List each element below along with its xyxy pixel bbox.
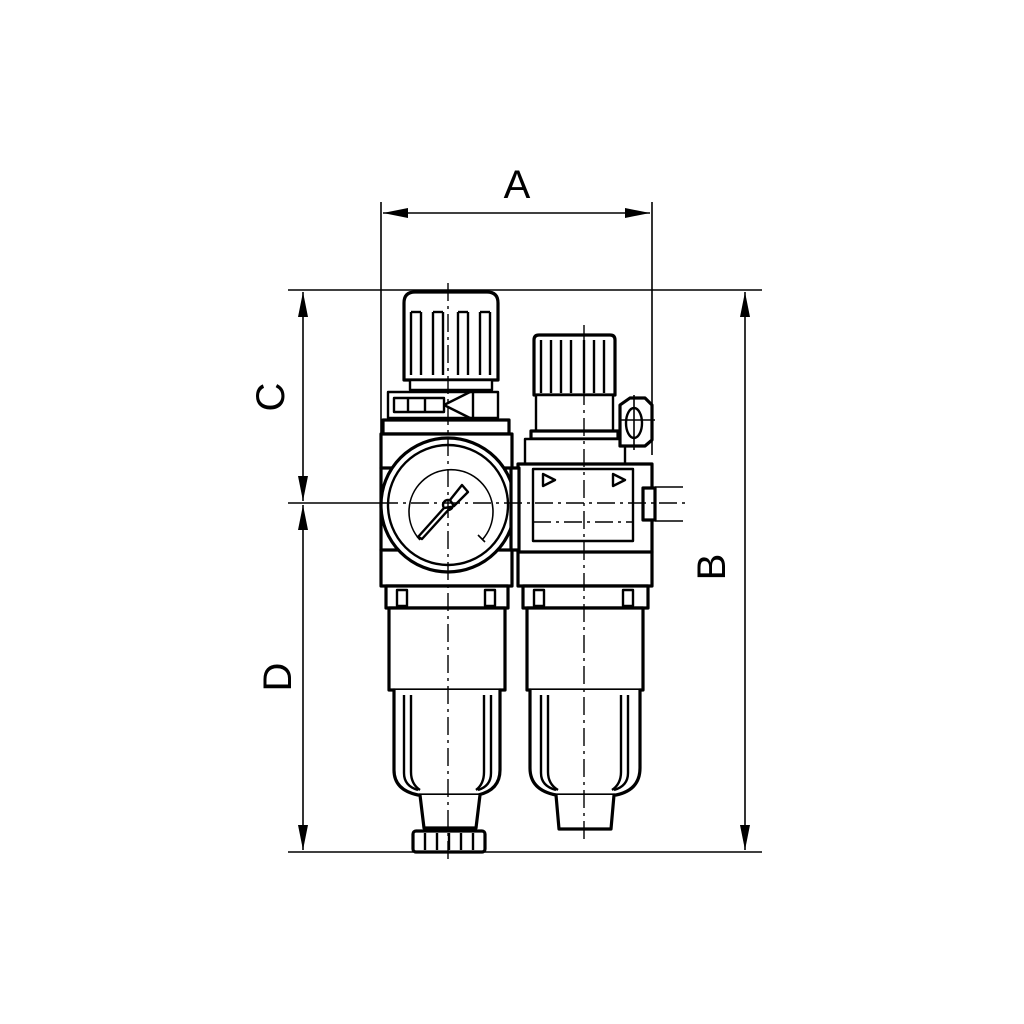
flow-arrow-icon — [611, 472, 627, 488]
filter-regulator — [379, 283, 525, 860]
lubricator — [509, 325, 683, 840]
fill-plug — [618, 395, 655, 450]
drain-knob — [411, 829, 487, 854]
dimension-label-a: A — [504, 163, 531, 207]
filter-bowl — [387, 606, 507, 830]
flow-arrow-icon — [541, 472, 557, 488]
dimension-label-c: C — [249, 383, 293, 412]
lubricator-knob — [523, 333, 627, 466]
lubricator-bowl — [525, 606, 645, 831]
regulator-knob — [402, 290, 500, 392]
lubricator-body — [509, 462, 683, 610]
dimension-label-d: D — [256, 663, 300, 692]
dimension-C: C — [249, 292, 308, 501]
dimension-D: D — [256, 505, 308, 850]
dimension-label-b: B — [690, 554, 734, 581]
dimension-extension-lines — [288, 289, 762, 853]
regulator-locknut — [381, 390, 511, 436]
dimension-B: B — [690, 292, 750, 850]
